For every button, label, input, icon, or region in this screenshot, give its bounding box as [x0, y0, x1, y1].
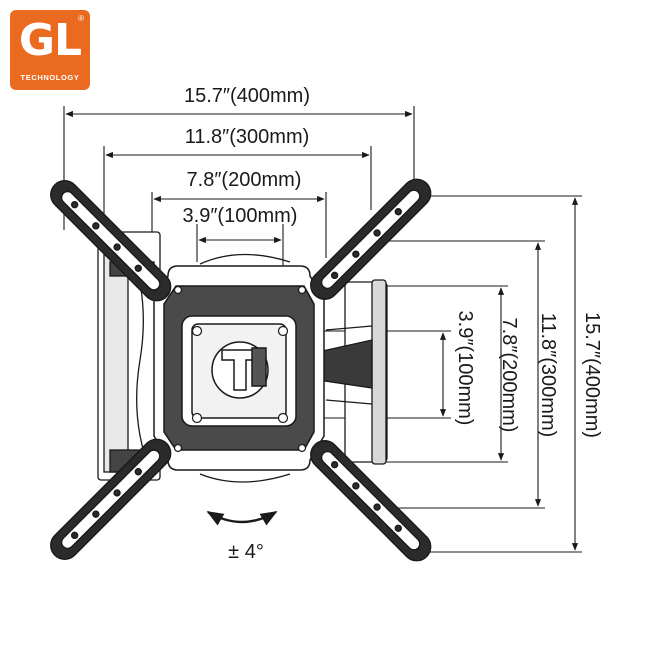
height-300-label: 11.8″(300mm): [537, 313, 559, 438]
width-100-label: 3.9″(100mm): [183, 205, 298, 227]
width-200-label: 7.8″(200mm): [187, 169, 302, 191]
tilt-label: ± 4°: [228, 541, 264, 563]
logo-subtitle: TECHNOLOGY: [20, 73, 80, 82]
registered-mark: ®: [78, 14, 84, 23]
mounting-holes: [173, 285, 307, 453]
dimension-labels: 15.7″(400mm) 11.8″(300mm) 7.8″(200mm) 3.…: [183, 85, 603, 438]
width-400-label: 15.7″(400mm): [184, 85, 310, 107]
bracket-bottom-right: [310, 440, 432, 562]
height-200-label: 7.8″(200mm): [498, 318, 520, 433]
height-100-label: 3.9″(100mm): [454, 311, 476, 426]
bracket-top-left: [50, 180, 172, 302]
bracket-bottom-left: [50, 438, 172, 560]
vesa-plate: [153, 265, 325, 471]
height-400-label: 15.7″(400mm): [581, 312, 603, 438]
brand-logo: GL ® TECHNOLOGY: [10, 10, 90, 90]
logo-mark: GL: [18, 15, 82, 66]
rotation-indicator: ± 4°: [206, 510, 278, 563]
width-300-label: 11.8″(300mm): [185, 126, 310, 148]
rotation-arrow-icon: [206, 510, 278, 526]
diagonal-brackets: [50, 178, 432, 562]
bracket-top-right: [310, 178, 432, 300]
vertical-dimensions: [290, 195, 582, 553]
